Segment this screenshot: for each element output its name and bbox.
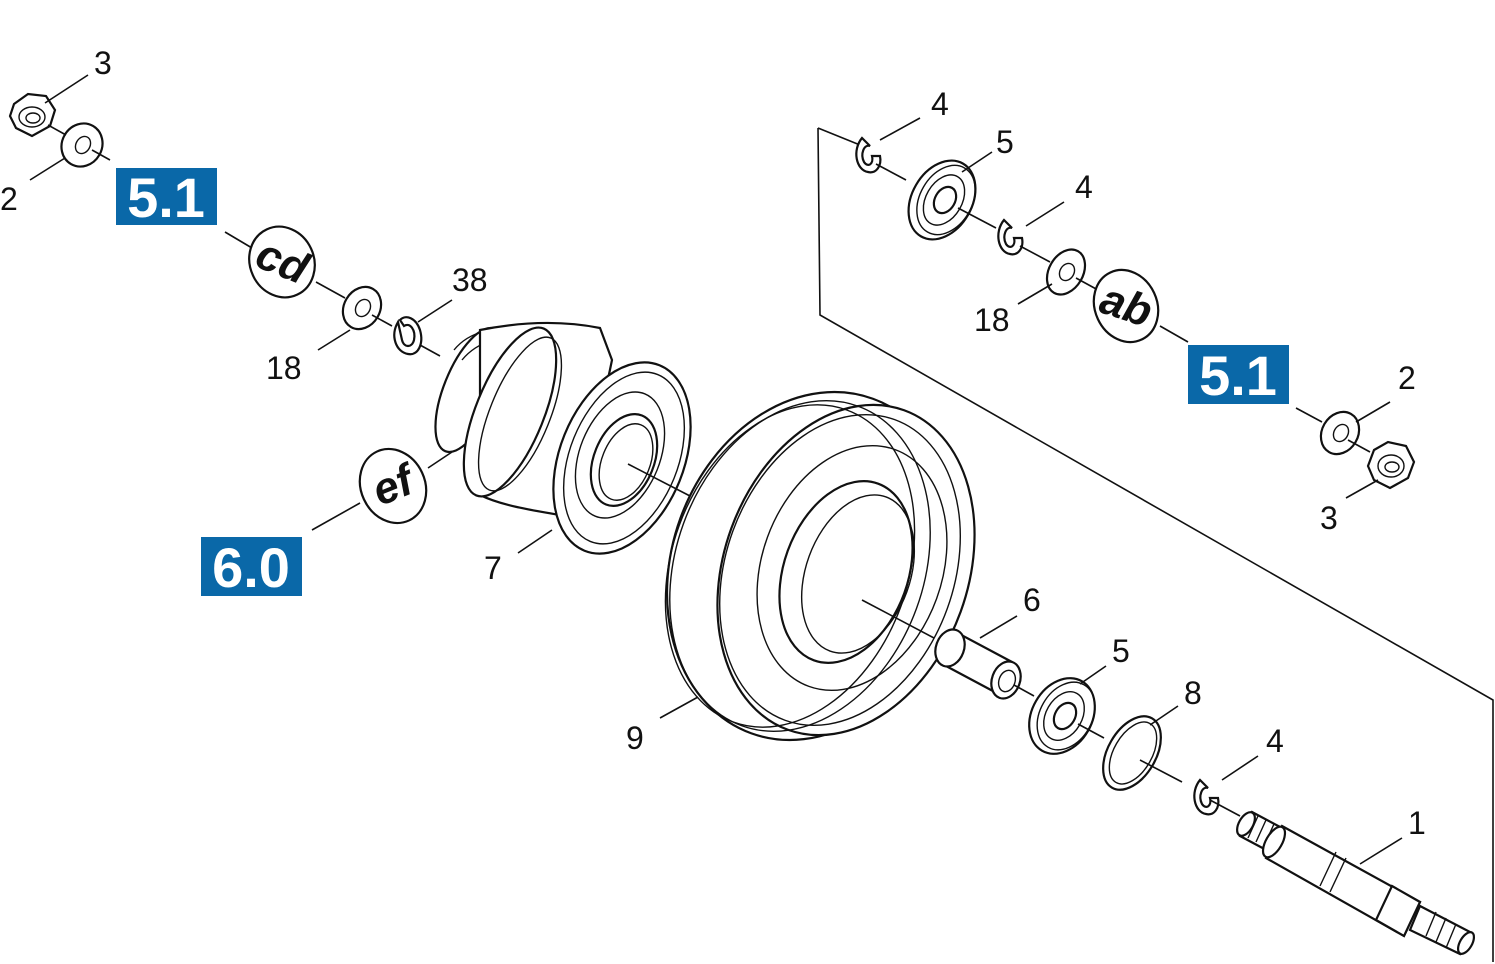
axis-clip-bearing-top [875,163,907,181]
label-2-right: 2 [1398,360,1416,396]
oval-ef [358,447,428,525]
label-1: 1 [1408,805,1426,841]
leader-3-left [44,74,89,104]
axis-badge-washer-right [1295,407,1323,423]
oval-cd [248,225,316,299]
axis-bearing-ring [1077,723,1105,739]
leader-4-top [879,117,921,141]
axis-badge-cd [224,231,253,249]
label-5-bottom: 5 [1112,633,1130,669]
leader-18-left [317,329,351,351]
label-3-right: 3 [1320,500,1338,536]
axis-ring-clip [1139,759,1183,783]
tire-9 [664,390,976,742]
leader-9 [659,696,699,719]
washer-left [60,122,104,168]
axis-clip-washer-right [1019,245,1051,263]
leader-3-right [1345,479,1379,499]
badge-6-0-text: 6.0 [212,536,290,599]
label-38: 38 [452,262,488,298]
leader-ef-hub [427,451,453,469]
leader-2-left [29,157,66,181]
leader-2-right [1355,401,1391,423]
label-4-bottom: 4 [1266,723,1284,759]
axis-tire-spacer [861,599,935,639]
leader-5-top [961,151,993,173]
axis-washer-clip [371,314,393,327]
leader-ef-badge [311,502,361,531]
leader-6 [979,615,1018,639]
circlip-4-top [855,136,882,174]
leader-4-mid [1025,201,1065,227]
axle-1 [1236,810,1476,956]
circlip-4-bottom [1193,778,1220,816]
nut-right [1366,440,1416,490]
leader-1 [1359,837,1403,865]
label-8: 8 [1184,675,1202,711]
oval-ab [1092,268,1160,344]
label-5-top: 5 [996,124,1014,160]
badge-5-1-left-text: 5.1 [127,166,205,229]
axis-bearing-clip-top [957,207,997,229]
bracket-top-tick [817,127,861,146]
leader-5-bottom [1079,665,1107,685]
bearing-5-bottom [1028,677,1096,755]
leader-18-right [1017,283,1053,305]
label-2-left: 2 [0,181,18,217]
washer-18-left [341,285,383,331]
axis-clip-axle [1209,799,1241,817]
axis-clip-hub [419,344,441,357]
badge-6-0 [201,537,302,596]
axis-hub-tire [627,463,691,497]
label-3-left: 3 [94,45,112,81]
label-7: 7 [484,550,502,586]
label-6: 6 [1023,582,1041,618]
label-18-right: 18 [974,302,1010,338]
leader-7 [517,529,553,554]
washer-2-right [1319,410,1361,456]
retaining-ring-8 [1102,715,1162,791]
washer-18-right [1045,248,1087,296]
leader-4-bottom [1221,755,1259,781]
leader-38 [417,299,453,323]
assembly-bracket [817,127,1494,962]
axis-left-a [47,124,67,136]
label-9: 9 [626,720,644,756]
axis-washer-nut-right [1347,439,1371,453]
axis-ab-badge [1159,325,1189,343]
hub-rim-7 [434,321,692,555]
label-18-left: 18 [266,350,302,386]
badge-5-1-right-text: 5.1 [1199,344,1277,407]
axis-left-b [91,149,111,161]
badge-5-1-left [116,168,217,225]
label-4-top: 4 [931,86,949,122]
axis-washer-ab [1075,277,1099,291]
circlip-4-mid [997,218,1024,256]
axis-spacer-bearing [1013,684,1035,697]
label-4-mid: 4 [1075,169,1093,205]
badge-5-1-right [1188,345,1289,404]
leader-8 [1149,705,1179,726]
circlip-38 [393,316,423,356]
axis-cd-washer [315,281,346,299]
spacer-6 [934,628,1022,700]
